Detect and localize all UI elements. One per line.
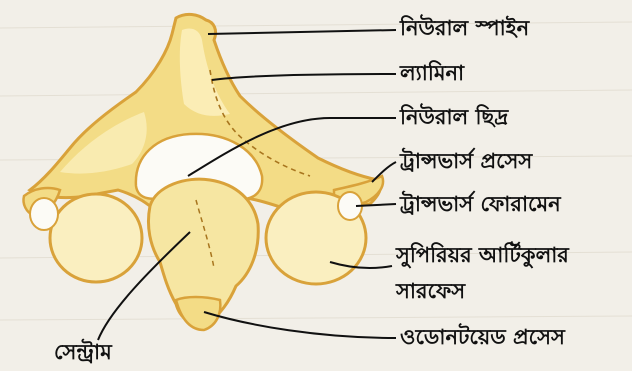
pointer-neural-spine <box>208 30 396 34</box>
pointer-lamina <box>212 74 396 80</box>
label-superior-articular-line1: সুপিরিয়র আর্টিকুলার <box>396 245 569 266</box>
label-transverse-process: ট্রান্সভার্স প্রসেস <box>400 151 532 172</box>
label-neural-canal: নিউরাল ছিদ্র <box>400 107 508 128</box>
label-neural-spine: নিউরাল স্পাইন <box>400 18 529 39</box>
articular-surface-left <box>50 194 142 282</box>
label-transverse-foramen: ট্রান্সভার্স ফোরামেন <box>400 194 561 215</box>
label-odontoid-process: ওডোনটয়েড প্রসেস <box>400 327 565 348</box>
label-centrum: সেন্ট্রাম <box>54 342 112 363</box>
pointer-odontoid <box>204 312 396 338</box>
odontoid-process <box>176 297 220 330</box>
label-superior-articular-line2: সারফেস <box>396 281 465 302</box>
transverse-foramen-left <box>30 198 58 230</box>
label-lamina: ল্যামিনা <box>400 63 464 84</box>
